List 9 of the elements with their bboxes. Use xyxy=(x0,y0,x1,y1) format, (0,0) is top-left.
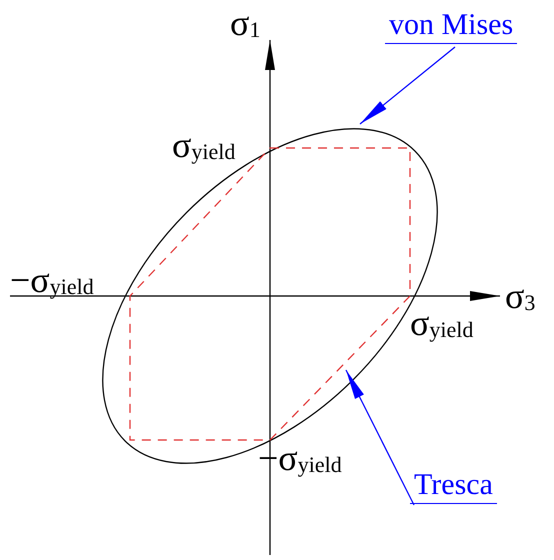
callout-label: Tresca xyxy=(410,470,497,504)
tick-label: σ$_{yield}$ xyxy=(410,305,474,341)
callout-label: von Mises xyxy=(385,10,518,44)
axis-label: σ$_{1}$ xyxy=(230,5,260,41)
leader-arrow xyxy=(360,46,456,124)
tick-label: σ$_{yield}$ xyxy=(172,127,236,163)
axis-label: σ$_{3}$ xyxy=(505,278,536,314)
tick-label: −σ$_{yield}$ xyxy=(10,262,94,298)
leader-arrow xyxy=(345,370,415,506)
